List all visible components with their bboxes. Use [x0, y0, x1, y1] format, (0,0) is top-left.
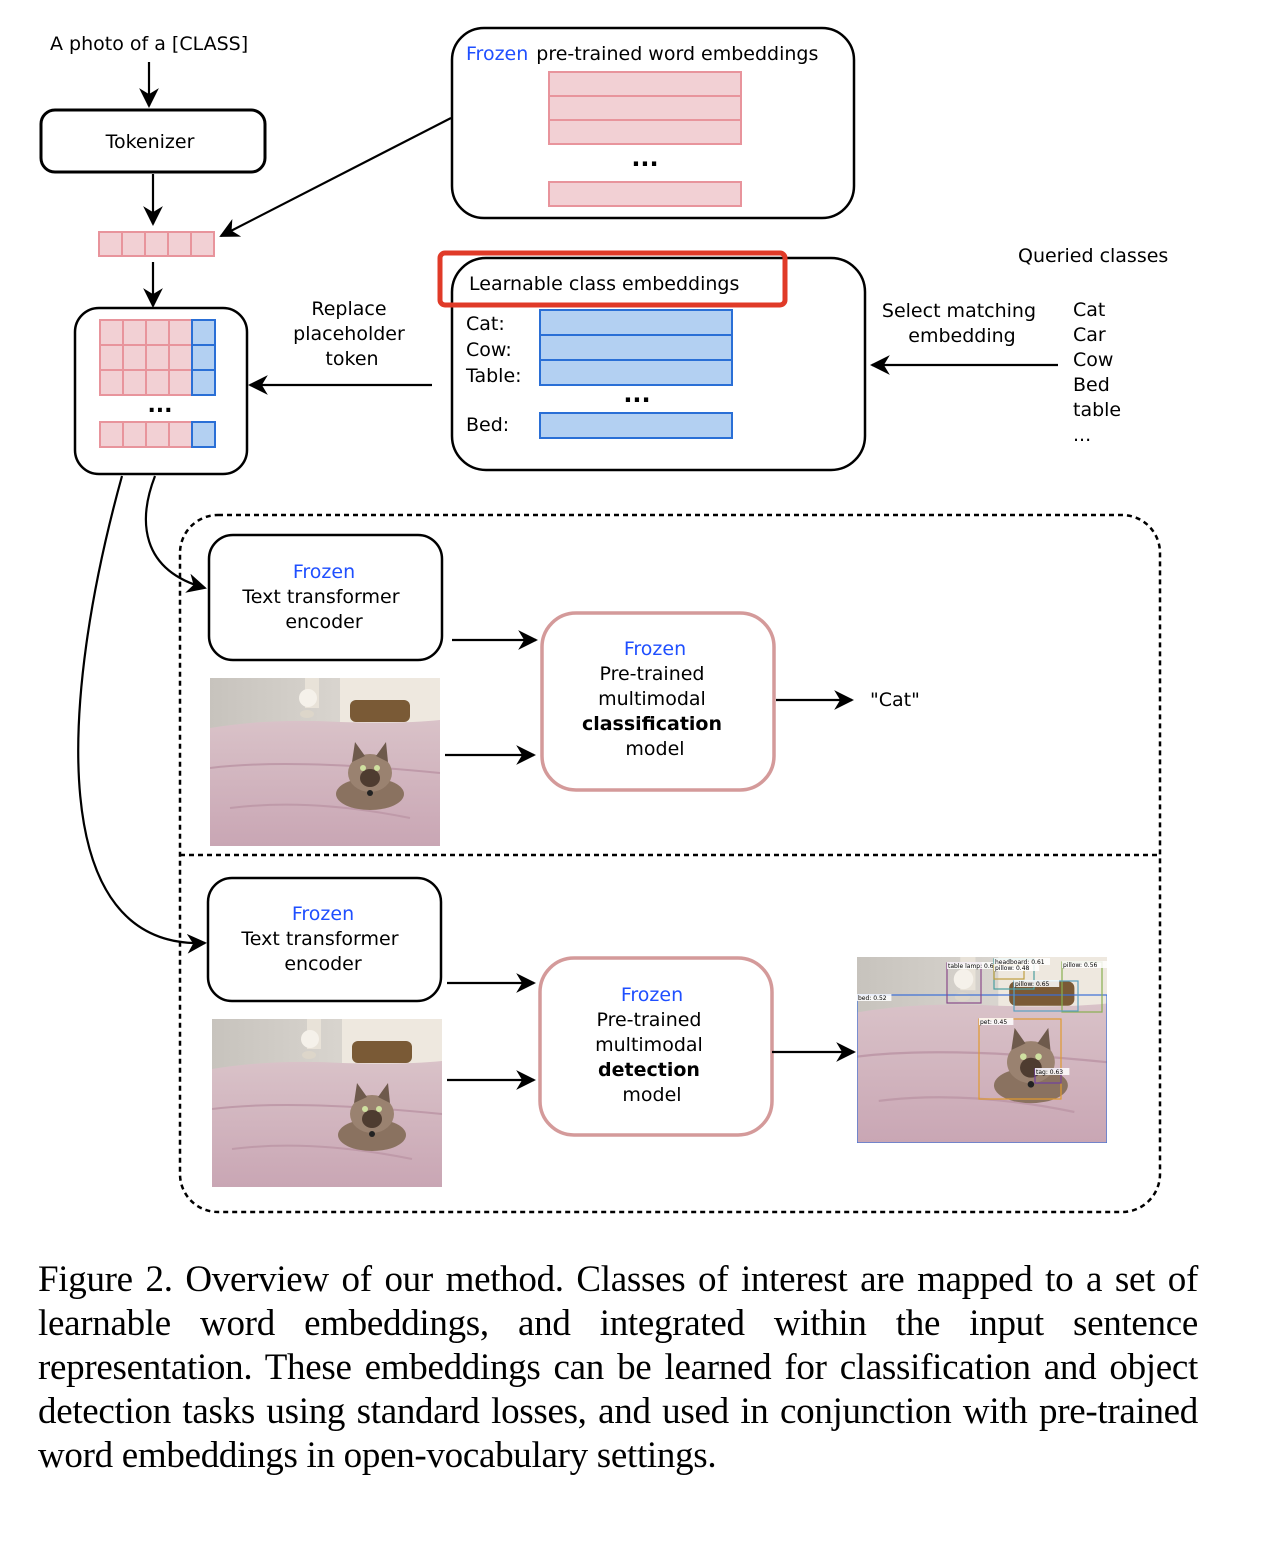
cat-photo-detection: [212, 1019, 442, 1187]
frozen-tag-classifier: Frozen: [624, 638, 686, 660]
class-row-label-bed: Bed:: [466, 414, 509, 436]
learnable-token-cell: [191, 319, 216, 346]
detection-model-box: [538, 956, 774, 1137]
matrix-to-encoder-1-arrow: [144, 475, 207, 593]
detection-label-bg: [979, 1018, 1014, 1025]
queried-classes-title: Queried classes: [1018, 245, 1168, 267]
figure-caption: Figure 2. Overview of our method. Classe…: [38, 1259, 1198, 1476]
class-row-label-table: Table:: [465, 365, 522, 387]
detection-label: pillow: 0.48: [995, 965, 1030, 972]
detection-label: tag: 0.63: [1036, 1069, 1063, 1076]
token-cell: [168, 344, 193, 371]
token-cell: [99, 319, 124, 346]
detection-label: pillow: 0.56: [1063, 962, 1098, 969]
classification-model-box: [540, 611, 776, 792]
detector-label: Pre-trained multimodal detection model: [595, 1009, 709, 1106]
cat-photo-classification: [210, 678, 440, 846]
text-encoder-box-classification: [207, 533, 444, 662]
token-embedding-row: [98, 231, 215, 257]
frozen-tag-detector: Frozen: [621, 984, 683, 1006]
classification-output: "Cat": [870, 689, 920, 711]
token-cell: [122, 344, 147, 371]
select-matching-label: Select matching embedding: [882, 300, 1042, 347]
tokenizer-label: Tokenizer: [105, 131, 195, 153]
frozen-tag-encoder-2: Frozen: [292, 903, 354, 925]
word-embeddings-ellipsis: ...: [631, 144, 658, 172]
frozen-tag: Frozen: [466, 43, 528, 65]
detection-label: headboard: 0.61: [995, 959, 1045, 966]
detection-label-bg: [994, 958, 1050, 965]
learnable-embedding-rows: [539, 309, 733, 439]
token-cell: [145, 421, 170, 448]
detection-label-bg: [1062, 961, 1107, 968]
detection-label-bg: [857, 994, 892, 1001]
detection-label-bg: [1035, 1068, 1070, 1075]
frozen-models-container: [178, 513, 1162, 1214]
detection-box: [978, 1018, 1062, 1100]
token-cell: [99, 369, 124, 396]
token-cell: [145, 369, 170, 396]
token-matrix: [99, 319, 216, 448]
learnable-token-cell: [191, 421, 216, 448]
learnable-embeddings-title: Learnable class embeddings: [469, 273, 739, 295]
detection-box: [857, 994, 1107, 1143]
learnable-embeddings-ellipsis: ...: [623, 380, 650, 408]
frozen-tag-encoder-1: Frozen: [293, 561, 355, 583]
word-embeddings-to-tokens-arrow: [219, 117, 452, 237]
token-cell: [168, 369, 193, 396]
token-cell: [122, 369, 147, 396]
token-matrix-ellipsis: ...: [147, 393, 172, 418]
token-cell: [99, 344, 124, 371]
encoder-label-2: Text transformer encoder: [240, 928, 404, 975]
tokenizer-box: [39, 108, 267, 174]
word-embedding-rows: [548, 71, 742, 207]
learnable-token-cell: [191, 344, 216, 371]
detection-label-bg: [994, 964, 1040, 971]
detection-label: pillow: 0.65: [1015, 981, 1050, 988]
text-encoder-box-detection: [206, 876, 443, 1003]
queried-classes-list: Cat Car Cow Bed table ...: [1073, 299, 1127, 446]
matrix-to-encoder-2-arrow: [77, 475, 207, 954]
token-cell: [145, 319, 170, 346]
detection-label: bed: 0.52: [858, 995, 887, 1002]
token-cell: [99, 421, 124, 448]
token-cell: [168, 421, 193, 448]
class-row-label-cow: Cow:: [466, 339, 512, 361]
token-cell: [145, 344, 170, 371]
input-prompt-text: A photo of a [CLASS]: [50, 33, 248, 55]
token-cell: [122, 319, 147, 346]
detection-label-bg: [947, 962, 1007, 969]
classifier-label: Pre-trained multimodal classification mo…: [582, 663, 728, 760]
token-cell: [122, 421, 147, 448]
replace-placeholder-label: Replace placeholder token: [293, 298, 411, 370]
encoder-label-1: Text transformer encoder: [241, 586, 405, 633]
learnable-token-cell: [191, 369, 216, 396]
highlight-box: [437, 250, 788, 308]
class-row-label-cat: Cat:: [466, 313, 505, 335]
detection-label-bg: [1014, 980, 1060, 987]
detection-label: pet: 0.45: [980, 1019, 1007, 1026]
token-cell: [168, 319, 193, 346]
detection-label: table lamp: 0.63: [948, 963, 998, 970]
